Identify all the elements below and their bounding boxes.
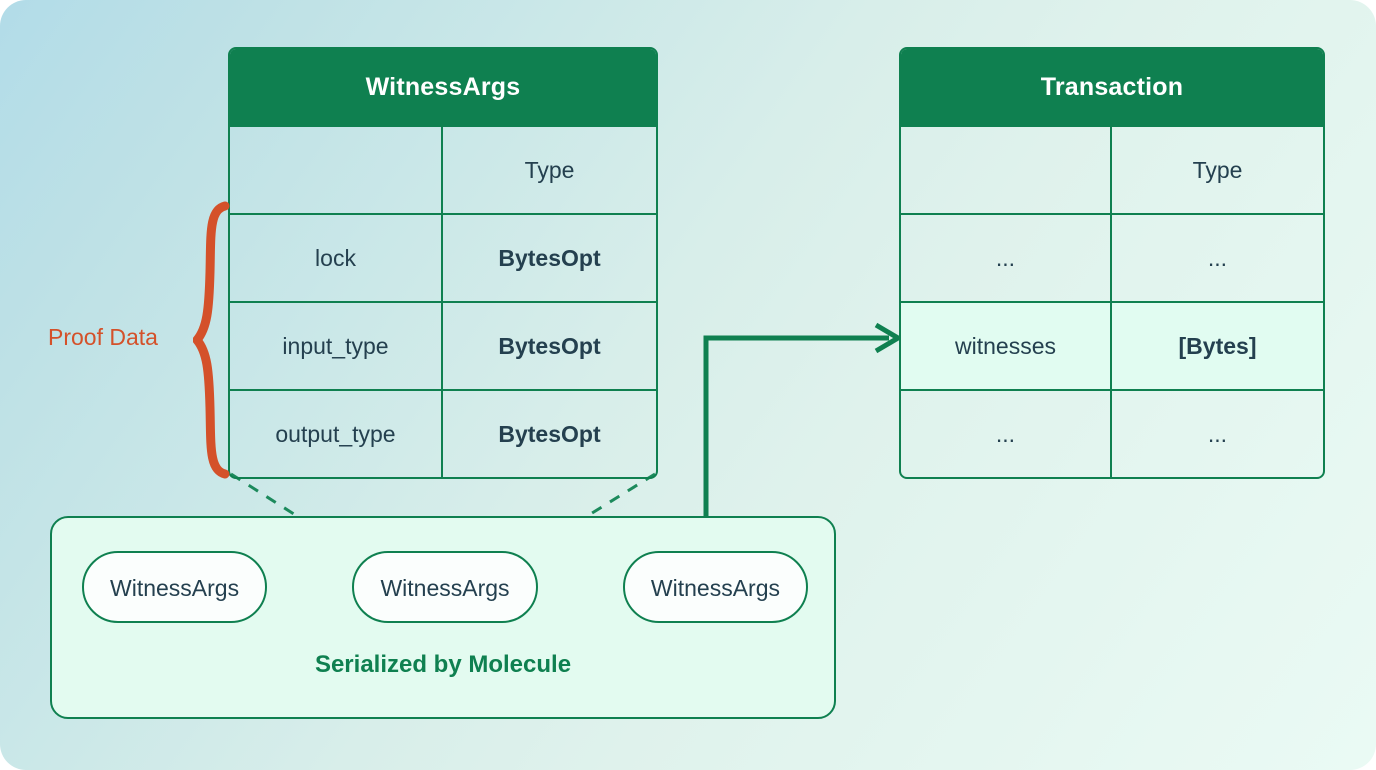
cell-name: output_type <box>230 391 443 477</box>
cell-name: lock <box>230 215 443 301</box>
cell-type: [Bytes] <box>1112 303 1323 389</box>
cell-name: witnesses <box>901 303 1112 389</box>
table-row: ... ... <box>901 213 1323 301</box>
cell-name: ... <box>901 215 1112 301</box>
arrow-right-icon <box>703 335 889 516</box>
table-row-witnesses: witnesses [Bytes] <box>901 301 1323 389</box>
table-row-header: Type <box>901 125 1323 213</box>
cell-type: BytesOpt <box>498 333 601 359</box>
cell-name: input_type <box>230 303 443 389</box>
table-row: input_type BytesOpt <box>230 301 656 389</box>
proof-data-label: Proof Data <box>48 324 158 350</box>
table-row: output_type BytesOpt <box>230 389 656 477</box>
witnessargs-pill[interactable]: WitnessArgs <box>352 551 538 623</box>
witnessargs-pill[interactable]: WitnessArgs <box>622 551 808 623</box>
transaction-table-title: Transaction <box>901 49 1323 125</box>
arrow-head-icon <box>874 322 903 354</box>
table-row: ... ... <box>901 389 1323 477</box>
cell-type: ... <box>1207 245 1228 271</box>
witnessargs-pill[interactable]: WitnessArgs <box>82 551 268 623</box>
cell-name <box>230 127 443 213</box>
cell-name: ... <box>901 391 1112 477</box>
curly-brace-icon <box>193 201 230 479</box>
cell-type: BytesOpt <box>498 245 601 271</box>
table-row: lock BytesOpt <box>230 213 656 301</box>
witnessargs-pill-row: WitnessArgs WitnessArgs WitnessArgs <box>82 551 808 623</box>
cell-type-header: Type <box>1192 157 1243 183</box>
cell-type-header: Type <box>524 157 575 183</box>
molecule-caption: Serialized by Molecule <box>314 651 572 678</box>
molecule-panel: WitnessArgs WitnessArgs WitnessArgs Seri… <box>50 516 836 719</box>
table-row-header: Type <box>230 125 656 213</box>
witnessargs-table-title: WitnessArgs <box>230 49 656 125</box>
witnessargs-table: WitnessArgs Type lock BytesOpt input_typ… <box>228 47 658 479</box>
cell-type: BytesOpt <box>498 421 601 447</box>
cell-type: ... <box>1207 421 1228 447</box>
cell-name <box>901 127 1112 213</box>
transaction-table: Transaction Type ... ... witnesses [Byte… <box>899 47 1325 479</box>
